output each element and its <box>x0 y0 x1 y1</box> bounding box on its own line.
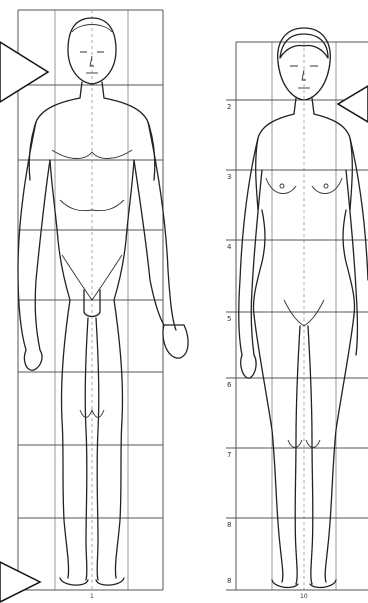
scale-number-4: 5 <box>227 316 231 323</box>
scale-number-2: 3 <box>227 174 231 181</box>
bottom-arrow-button[interactable] <box>0 562 40 602</box>
scale-number-3: 4 <box>227 244 231 251</box>
female-grid <box>226 42 368 590</box>
scale-number-6: 7 <box>227 452 231 459</box>
male-bottom-label: 1 <box>90 594 94 600</box>
scale-number-5: 6 <box>227 382 231 389</box>
scale-number-8: 8 <box>227 578 231 585</box>
prev-arrow-button[interactable] <box>0 42 48 102</box>
scale-number-7: 8 <box>227 522 231 529</box>
female-bottom-label: 10 <box>300 594 308 600</box>
scale-number-1: 2 <box>227 104 231 111</box>
next-arrow-button[interactable] <box>338 86 368 122</box>
